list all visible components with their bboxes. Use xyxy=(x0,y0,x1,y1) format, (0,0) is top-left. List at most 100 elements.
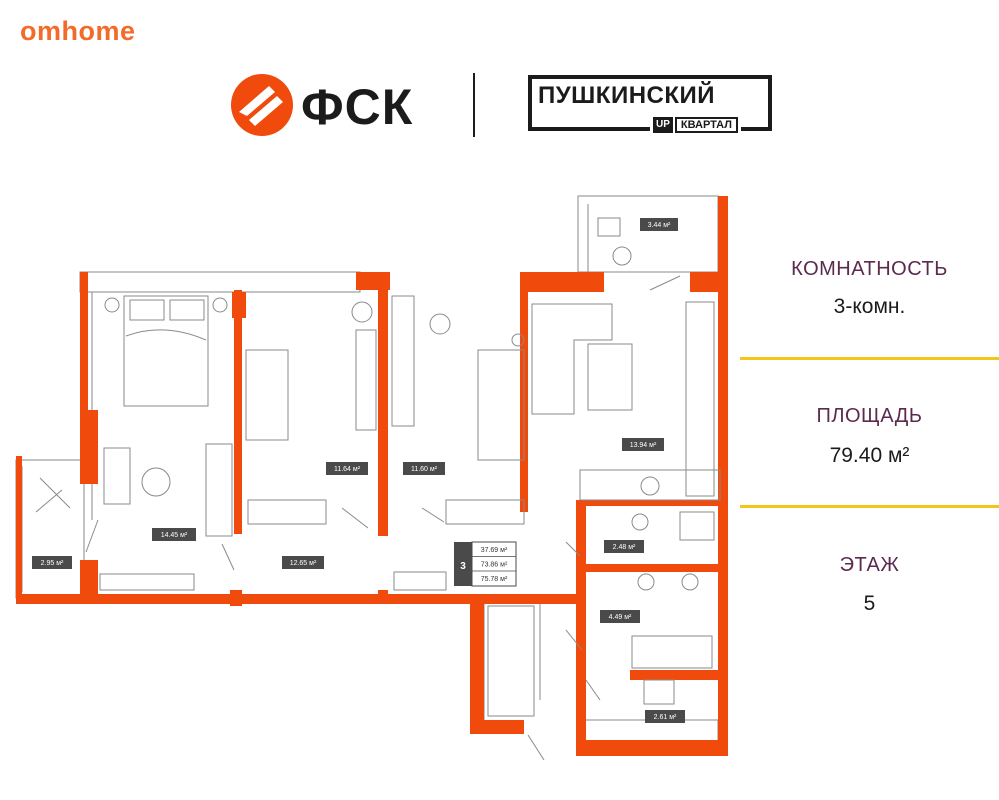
door-bath-2 xyxy=(565,629,583,651)
summary-box: 3 37.69 м² 73.86 м² 75.78 м² xyxy=(454,541,517,587)
door-balcony-top xyxy=(649,275,681,291)
area-text-kitchen: 13.94 м² xyxy=(630,442,657,449)
logo-divider xyxy=(473,73,475,137)
lamp-icon xyxy=(104,297,120,313)
floor-label: ЭТАЖ xyxy=(839,554,900,576)
omhome-logo[interactable]: omhome xyxy=(20,16,136,46)
chair-bed3 xyxy=(429,313,451,335)
wall-pier-left xyxy=(80,410,98,484)
area-text-storage: 2.61 м² xyxy=(654,714,677,721)
area-text-bathroom-2: 4.49 м² xyxy=(609,614,632,621)
balcony-chair xyxy=(612,246,632,266)
wall-storage-bottom xyxy=(576,740,728,756)
fsk-logo: ФСК xyxy=(229,72,429,140)
radiator xyxy=(393,571,447,591)
area-tag-bedroom-3: 11.60 м² xyxy=(403,462,445,475)
washer-icon xyxy=(637,573,655,591)
door-closet xyxy=(527,734,545,761)
wall-bath-lower xyxy=(630,670,718,680)
wall-bottom xyxy=(16,594,584,604)
info-divider-1 xyxy=(740,357,999,360)
toilet-1 xyxy=(679,511,715,541)
area-text-bedroom-2: 11.64 м² xyxy=(334,466,361,473)
wall-bath-mid xyxy=(586,564,718,572)
plan-doors xyxy=(85,275,681,761)
area-text-bathroom-1: 2.48 м² xyxy=(613,544,636,551)
shelf-bed2 xyxy=(355,329,377,431)
door-bed2 xyxy=(341,507,369,529)
sink-2 xyxy=(681,573,699,591)
wall-bed2-corner xyxy=(232,292,246,318)
closet-rail xyxy=(487,605,535,717)
wardrobe-main xyxy=(205,443,233,537)
chair-bed2 xyxy=(351,301,373,323)
area-tag-bedroom-main: 14.45 м² xyxy=(152,528,196,541)
area-value: 79.40 м² xyxy=(829,444,910,467)
wall-pier-top xyxy=(356,272,390,290)
summary-area-living: 37.69 м² xyxy=(481,547,508,554)
wall-balcony-left xyxy=(16,456,22,604)
fsk-wordmark: ФСК xyxy=(301,79,414,135)
floor-value: 5 xyxy=(863,592,876,615)
area-text-balcony-left: 2.95 м² xyxy=(41,560,64,567)
dining-table xyxy=(587,343,633,411)
rooms-label: КОМНАТНОСТЬ xyxy=(791,258,948,280)
area-label: ПЛОЩАДЬ xyxy=(816,405,923,427)
door-bedroom-main xyxy=(221,543,235,571)
project-tag-up: UP xyxy=(653,117,673,133)
wall-stub-2 xyxy=(378,590,388,604)
wall-left-upper xyxy=(80,272,88,412)
bed-3 xyxy=(477,349,525,461)
bathtub xyxy=(631,635,713,669)
wall-closet-left xyxy=(470,594,484,734)
plan-furniture xyxy=(35,217,721,717)
area-text-bedroom-main: 14.45 м² xyxy=(161,532,188,539)
area-tag-bedroom-2: 11.64 м² xyxy=(326,462,368,475)
balcony-plant xyxy=(597,217,621,237)
lamp-icon-2 xyxy=(212,297,228,313)
console-hall xyxy=(99,573,195,591)
plan-walls xyxy=(16,196,728,756)
wall-bed2-left xyxy=(234,290,242,534)
project-subtitle: UP КВАРТАЛ xyxy=(650,117,741,133)
area-tag-kitchen: 13.94 м² xyxy=(622,438,664,451)
bed-main xyxy=(123,295,209,407)
summary-area-with-balcony: 75.78 м² xyxy=(481,576,508,583)
sink-1 xyxy=(631,513,649,531)
area-tag-bathroom-1: 2.48 м² xyxy=(604,540,644,553)
area-tag-storage: 2.61 м² xyxy=(645,710,685,723)
sofa xyxy=(531,303,613,415)
wall-bath-top xyxy=(586,500,718,506)
wall-closet-bottom xyxy=(484,720,524,734)
boiler-icon xyxy=(643,679,675,705)
bed-2 xyxy=(245,349,289,441)
area-text-bedroom-3: 11.60 м² xyxy=(411,466,438,473)
bike-icon xyxy=(35,477,71,513)
door-storage xyxy=(585,679,601,701)
wall-kitchen-top xyxy=(520,272,604,292)
area-text-hall: 12.65 м² xyxy=(290,560,317,567)
door-bath-1 xyxy=(565,541,581,557)
area-tag-balcony-top: 3.44 м² xyxy=(640,218,678,231)
door-bed3 xyxy=(421,507,445,523)
area-tag-balcony-left: 2.95 м² xyxy=(32,556,72,569)
project-title: ПУШКИНСКИЙ xyxy=(538,82,716,109)
area-text-balcony-top: 3.44 м² xyxy=(648,222,671,229)
wardrobe-bed3 xyxy=(445,499,525,525)
area-tag-bathroom-2: 4.49 м² xyxy=(600,610,640,623)
hob-icon xyxy=(640,476,660,496)
rooms-value: 3-комн. xyxy=(833,295,906,318)
door-balcony-left xyxy=(85,519,99,553)
project-tag-kvartal: КВАРТАЛ xyxy=(674,117,738,133)
wall-bath-left xyxy=(576,500,586,756)
info-divider-2 xyxy=(740,505,999,508)
wall-bed2-right xyxy=(378,290,388,536)
fsk-logo-mark-icon xyxy=(231,74,293,136)
shelf-bed3 xyxy=(391,295,415,427)
desk-main xyxy=(103,447,131,505)
kitchen-counter xyxy=(685,301,715,497)
summary-area-total: 73.86 м² xyxy=(481,562,508,569)
wardrobe-bed2 xyxy=(247,499,327,525)
wall-stub-1 xyxy=(230,590,242,606)
chair-main xyxy=(141,467,171,497)
